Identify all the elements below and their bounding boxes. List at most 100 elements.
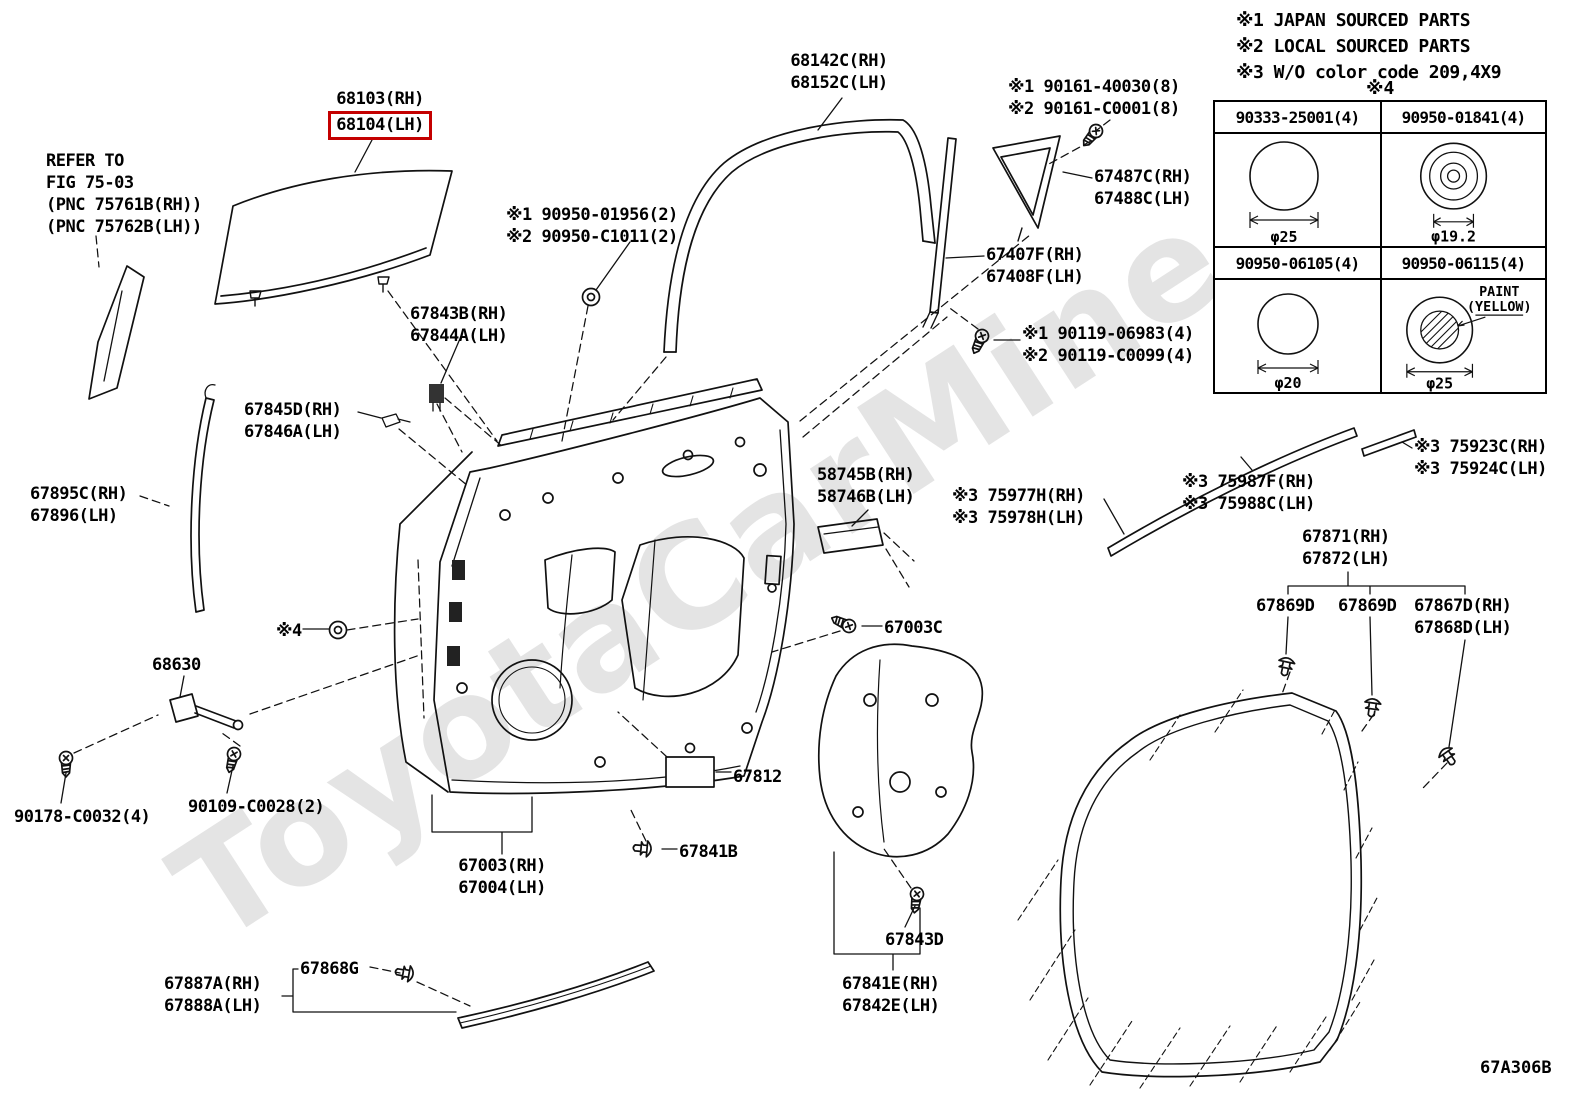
label-67887a-rh[interactable]: 67887A(RH) [164, 974, 262, 994]
label-67868d-lh[interactable]: 67868D(LH) [1414, 618, 1512, 638]
label-grommet-1[interactable]: ※1 90950-01956(2) [506, 205, 678, 225]
dim-label-2: φ19.2 [1431, 228, 1476, 246]
label-67846a-lh[interactable]: 67846A(LH) [244, 422, 342, 442]
door-check-art [169, 693, 244, 731]
label-glass-rh[interactable]: 68103(RH) [336, 89, 424, 109]
paint-label-1: PAINT [1479, 285, 1519, 300]
label-cover[interactable]: 67841E(RH) 67842E(LH) [842, 973, 940, 1017]
table-part-4: 90950-06115(4) [1380, 248, 1545, 278]
label-58745b-rh[interactable]: 58745B(RH) [817, 465, 915, 485]
label-75977h-rh[interactable]: ※3 75977H(RH) [952, 486, 1085, 506]
label-67867d-rh[interactable]: 67867D(RH) [1414, 596, 1512, 616]
label-stud-90178[interactable]: 90178-C0032(4) [14, 807, 151, 827]
door-panel-art [393, 378, 795, 795]
label-screw-mid[interactable]: ※1 90119-06983(4) ※2 90119-C0099(4) [1022, 323, 1194, 367]
label-division-bar[interactable]: 67407F(RH) 67408F(LH) [986, 244, 1084, 288]
label-67872-lh[interactable]: 67872(LH) [1302, 549, 1390, 569]
label-67841e-rh[interactable]: 67841E(RH) [842, 974, 940, 994]
label-screw-mid-2[interactable]: ※2 90119-C0099(4) [1022, 346, 1194, 366]
label-bar-lh[interactable]: 67408F(LH) [986, 267, 1084, 287]
service-hole-cover-art [817, 643, 984, 858]
label-clip-67845d[interactable]: 67845D(RH) 67846A(LH) [244, 399, 342, 443]
table-part-3: 90950-06105(4) [1235, 253, 1360, 273]
label-bar-rh[interactable]: 67407F(RH) [986, 245, 1084, 265]
refer-line-1: REFER TO [46, 151, 124, 171]
label-75987f-rh[interactable]: ※3 75987F(RH) [1182, 472, 1315, 492]
label-door-panel[interactable]: 67003(RH) 67004(LH) [452, 855, 552, 899]
label-mold-75987[interactable]: ※3 75987F(RH) ※3 75988C(LH) [1182, 471, 1315, 515]
label-67845d-rh[interactable]: 67845D(RH) [244, 400, 342, 420]
label-67843b-rh[interactable]: 67843B(RH) [410, 304, 508, 324]
table-drawing-4: PAINT (YELLOW) φ25 [1380, 280, 1545, 392]
label-clip-67868g[interactable]: 67868G [300, 959, 359, 979]
label-plate-art [665, 756, 715, 788]
label-screw-top-2[interactable]: ※2 90161-C0001(8) [1008, 99, 1180, 119]
label-mold-75923[interactable]: ※3 75923C(RH) ※3 75924C(LH) [1414, 436, 1547, 480]
legend-line-1: ※1 JAPAN SOURCED PARTS [1236, 10, 1471, 31]
label-75978h-lh[interactable]: ※3 75978H(LH) [952, 508, 1085, 528]
label-grommet[interactable]: ※1 90950-01956(2) ※2 90950-C1011(2) [506, 204, 678, 248]
fastener-table: 90333-25001(4) 90950-01841(4) φ25 [1213, 100, 1547, 394]
label-vent-lh[interactable]: 67488C(LH) [1094, 189, 1192, 209]
label-clip-67867d[interactable]: 67867D(RH) 67868D(LH) [1414, 595, 1512, 639]
label-75923c-rh[interactable]: ※3 75923C(RH) [1414, 437, 1547, 457]
label-67003-rh[interactable]: 67003(RH) [458, 856, 546, 876]
paint-label-2: (YELLOW) [1467, 300, 1532, 315]
belt-molding-art [457, 961, 655, 1029]
label-67895c-rh[interactable]: 67895C(RH) [30, 484, 128, 504]
label-67871-rh[interactable]: 67871(RH) [1302, 527, 1390, 547]
table-part-1: 90333-25001(4) [1235, 107, 1360, 127]
label-clip-67869d-1[interactable]: 67869D [1256, 596, 1315, 616]
dim-label-4: φ25 [1426, 375, 1453, 392]
fastener-table-ref: ※4 [1366, 78, 1395, 99]
rear-door-glass-art [214, 169, 453, 307]
label-clip-67869d-2[interactable]: 67869D [1338, 596, 1397, 616]
dim-label-1: φ25 [1270, 228, 1297, 246]
label-film[interactable]: 58745B(RH) 58746B(LH) [817, 464, 915, 508]
label-door-check[interactable]: 68630 [152, 655, 201, 675]
label-screw-top-1[interactable]: ※1 90161-40030(8) [1008, 77, 1180, 97]
label-screw-mid-1[interactable]: ※1 90119-06983(4) [1022, 324, 1194, 344]
label-glass[interactable]: 68103(RH) 68104(LH) [310, 88, 450, 140]
film-strip-art [817, 518, 884, 554]
label-grommet-2[interactable]: ※2 90950-C1011(2) [506, 227, 678, 247]
label-67842e-lh[interactable]: 67842E(LH) [842, 996, 940, 1016]
legend: ※1 JAPAN SOURCED PARTS ※2 LOCAL SOURCED … [1236, 8, 1502, 86]
label-screw-top[interactable]: ※1 90161-40030(8) ※2 90161-C0001(8) [1008, 76, 1180, 120]
dim-label-3: φ20 [1274, 374, 1301, 392]
glass-run-art [663, 118, 936, 353]
label-75988c-lh[interactable]: ※3 75988C(LH) [1182, 494, 1315, 514]
legend-line-2: ※2 LOCAL SOURCED PARTS [1236, 36, 1471, 57]
label-67888a-lh[interactable]: 67888A(LH) [164, 996, 262, 1016]
label-67844a-lh[interactable]: 67844A(LH) [410, 326, 508, 346]
label-plate-67812[interactable]: 67812 [733, 767, 782, 787]
label-58746b-lh[interactable]: 58746B(LH) [817, 487, 915, 507]
division-bar-art [922, 137, 957, 329]
label-vent-rh[interactable]: 67487C(RH) [1094, 167, 1192, 187]
label-75924c-lh[interactable]: ※3 75924C(LH) [1414, 459, 1547, 479]
highlighted-part-68104[interactable]: 68104(LH) [328, 111, 432, 140]
label-mold-75977[interactable]: ※3 75977H(RH) ※3 75978H(LH) [952, 485, 1085, 529]
label-run-rh[interactable]: 68142C(RH) [790, 51, 888, 71]
label-clip-67841b[interactable]: 67841B [679, 842, 738, 862]
label-clip-67843b[interactable]: 67843B(RH) 67844A(LH) [410, 303, 508, 347]
label-67004-lh[interactable]: 67004(LH) [458, 878, 546, 898]
label-screw-67843d[interactable]: 67843D [885, 930, 944, 950]
diagram-code: 67A306B [1480, 1058, 1552, 1078]
label-vent-glass[interactable]: 67487C(RH) 67488C(LH) [1094, 166, 1192, 210]
refer-line-3: (PNC 75761B(RH)) [46, 195, 202, 215]
label-67896-lh[interactable]: 67896(LH) [30, 506, 118, 526]
label-weatherstrip[interactable]: 67871(RH) 67872(LH) [1302, 526, 1390, 570]
label-bolt-67003c[interactable]: 67003C [884, 618, 943, 638]
label-frame-strip[interactable]: 67895C(RH) 67896(LH) [30, 483, 128, 527]
label-refer-note: REFER TO FIG 75-03 (PNC 75761B(RH)) (PNC… [46, 150, 202, 238]
label-bolt-90109[interactable]: 90109-C0028(2) [188, 797, 325, 817]
table-drawing-2: φ19.2 [1380, 134, 1545, 246]
label-run-lh[interactable]: 68152C(LH) [790, 73, 888, 93]
label-star4-grommet[interactable]: ※4 [276, 621, 302, 641]
label-belt-molding[interactable]: 67887A(RH) 67888A(LH) [164, 973, 262, 1017]
label-glass-run[interactable]: 68142C(RH) 68152C(LH) [783, 50, 895, 94]
front-frame-strip-art [190, 384, 216, 613]
